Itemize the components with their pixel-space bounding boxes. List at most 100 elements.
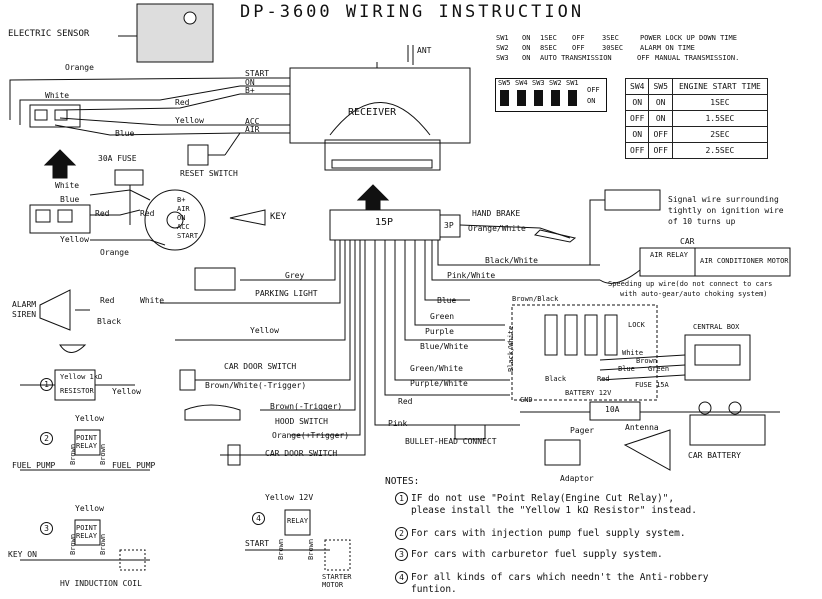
- reset-switch-label: RESET SWITCH: [180, 169, 238, 178]
- notes-heading: NOTES:: [385, 476, 420, 487]
- ign-air: AIR: [177, 205, 190, 213]
- ign-b-plus: B+: [177, 196, 186, 204]
- wire-blue-fuse: Blue: [60, 195, 80, 204]
- wire-orange-trigger: Orange(+Trigger): [272, 431, 350, 440]
- diagram-4-brown-right: Brown: [307, 538, 315, 560]
- air-relay-label: AIR RELAY: [650, 251, 688, 259]
- lock-wire-black: Black: [545, 375, 567, 383]
- wire-brown-white-trigger: Brown/White(-Trigger): [205, 381, 307, 390]
- dip-off-label: OFF: [587, 86, 600, 94]
- wire-purple: Purple: [425, 327, 454, 336]
- ign-start: START: [177, 232, 199, 240]
- lock-wire-white: White: [622, 349, 644, 357]
- diagram-2-fuel-pump-right: FUEL PUMP: [112, 461, 156, 470]
- terminal-air: AIR: [245, 125, 260, 134]
- dip-switch-3[interactable]: [534, 90, 543, 106]
- wire-grey: Grey: [285, 271, 305, 280]
- wire-pink-white: Pink/White: [447, 271, 496, 280]
- diagram-2-brown-left: Brown: [69, 443, 77, 465]
- wire-yellow-mid: Yellow: [250, 326, 279, 335]
- wire-white-fuse: White: [55, 181, 80, 190]
- wire-yellow-top: Yellow: [175, 116, 204, 125]
- adaptor-label: Adaptor: [560, 474, 594, 483]
- fuse-15a-label: FUSE 15A: [635, 381, 669, 389]
- connector-3p-label: 3P: [444, 221, 454, 230]
- signal-wire-note-1: Signal wire surrounding: [668, 195, 779, 204]
- wire-red-fuse-1: Red: [95, 209, 110, 218]
- wire-brown-trigger: Brown(-Trigger): [270, 402, 343, 411]
- wire-red-fuse-2: Red: [140, 209, 155, 218]
- central-box-label: CENTRAL BOX: [693, 323, 740, 331]
- electric-sensor-box: [136, 3, 214, 63]
- dip-on-label: ON: [587, 97, 596, 105]
- diagram-3-coil: HV INDUCTION COIL: [60, 579, 142, 588]
- air-conditioner-label: AIR CONDITIONER MOTOR: [700, 257, 789, 265]
- wire-yellow-fuse: Yellow: [60, 235, 89, 244]
- terminal-start: START: [245, 69, 270, 78]
- diagram-2-brown-right: Brown: [99, 443, 107, 465]
- wire-purple-white: Purple/White: [410, 379, 468, 388]
- wire-green-white: Green/White: [410, 364, 463, 373]
- wire-orange-top: Orange: [65, 63, 94, 72]
- antenna-label: Antenna: [625, 423, 659, 432]
- diagram-4-relay: RELAY: [287, 517, 309, 525]
- diagram-1-resistor-top: Yellow 1kΩ: [60, 373, 103, 381]
- terminal-on: ON: [245, 78, 255, 87]
- wire-green: Green: [430, 312, 455, 321]
- wire-brown-black: Brown/Black: [512, 295, 559, 303]
- alarm-siren-label: ALARM SIREN: [12, 300, 37, 319]
- fuse-10a-label: 10A: [605, 405, 620, 414]
- dip-switch-4[interactable]: [517, 90, 526, 106]
- wire-blue-top: Blue: [115, 129, 135, 138]
- diagram-4-num: 4: [252, 512, 268, 525]
- wire-pink: Pink: [388, 419, 408, 428]
- signal-wire-note-3: of 10 turns up: [668, 217, 736, 226]
- wire-white-siren: White: [140, 296, 165, 305]
- ant-label: ANT: [417, 46, 432, 55]
- terminal-acc: ACC: [245, 117, 260, 126]
- parking-light-label: PARKING LIGHT: [255, 289, 318, 298]
- diagram-4-motor: STARTER MOTOR: [322, 573, 352, 589]
- wire-orange-fuse: Orange: [100, 248, 129, 257]
- car-label: CAR: [680, 237, 695, 246]
- wire-white-top: White: [45, 91, 70, 100]
- ign-acc: ACC: [177, 223, 190, 231]
- diagram-4-brown-left: Brown: [277, 538, 285, 560]
- car-door-switch-label: CAR DOOR SWITCH: [224, 362, 297, 371]
- receiver-box: [289, 67, 471, 144]
- terminal-b-plus: B+: [245, 86, 255, 95]
- page-title: DP-3600 WIRING INSTRUCTION: [240, 2, 585, 22]
- diagram-3-relay: POINT RELAY: [76, 524, 98, 540]
- diagram-3-key-on: KEY ON: [8, 550, 37, 559]
- ign-on: ON: [177, 214, 186, 222]
- key-label: KEY: [270, 212, 287, 222]
- gnd-label: GND: [520, 396, 533, 404]
- fuse-30a-label: 30A FUSE: [98, 154, 137, 163]
- wire-blue-mid: Blue: [437, 296, 457, 305]
- dip-switch-2[interactable]: [551, 90, 560, 106]
- dip-switch-5[interactable]: [500, 90, 509, 106]
- speeding-note-2: with auto-gear/auto choking system): [620, 290, 768, 298]
- note-1-line-2: please install the "Yellow 1 kΩ Resistor…: [411, 505, 697, 516]
- lock-wire-green: Green: [648, 365, 670, 373]
- wire-red-top: Red: [175, 98, 190, 107]
- car-door-switch-2-label: CAR DOOR SWITCH: [265, 449, 338, 458]
- dip-switch-1[interactable]: [568, 90, 577, 106]
- lock-label: LOCK: [628, 321, 645, 329]
- diagram-4-yellow: Yellow 12V: [265, 493, 314, 502]
- note-4-line-2: funtion.: [411, 584, 457, 595]
- lock-wire-brown: Brown: [636, 357, 658, 365]
- receiver-label: RECEIVER: [348, 107, 397, 118]
- diagram-1-resistor: RESISTOR: [60, 387, 94, 395]
- diagram-3-yellow: Yellow: [75, 504, 104, 513]
- diagram-2-num: 2: [40, 432, 56, 445]
- bullet-head-label: BULLET-HEAD CONNECT: [405, 437, 497, 446]
- signal-wire-note-2: tightly on ignition wire: [668, 206, 784, 215]
- diagram-2-yellow: Yellow: [75, 414, 104, 423]
- electric-sensor-label: ELECTRIC SENSOR: [8, 29, 90, 39]
